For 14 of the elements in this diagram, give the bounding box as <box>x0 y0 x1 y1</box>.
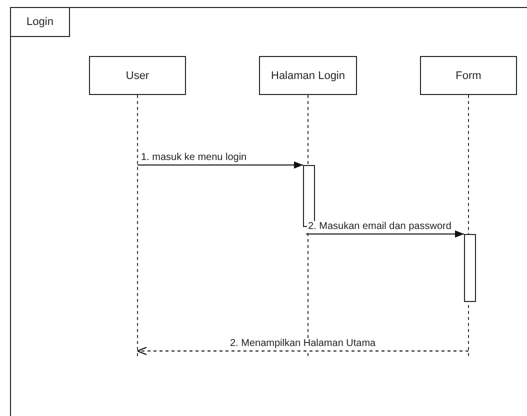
message-label: 2. Masukan email dan password <box>307 221 452 233</box>
activation-bar <box>303 165 315 227</box>
frame <box>10 7 527 416</box>
return-arrow <box>136 346 469 356</box>
participant-name: Halaman Login <box>271 70 345 82</box>
activation-bar <box>464 234 476 302</box>
participant-name: User <box>126 70 150 82</box>
frame-title: Login <box>11 8 70 37</box>
message-label: 2. Menampilkan Halaman Utama <box>229 338 377 350</box>
message-arrow <box>306 230 464 238</box>
message-arrow <box>137 161 304 169</box>
participant-name: Form <box>456 70 482 82</box>
participant-lifeline <box>89 56 186 356</box>
message-label: 1. masuk ke menu login <box>140 152 248 164</box>
